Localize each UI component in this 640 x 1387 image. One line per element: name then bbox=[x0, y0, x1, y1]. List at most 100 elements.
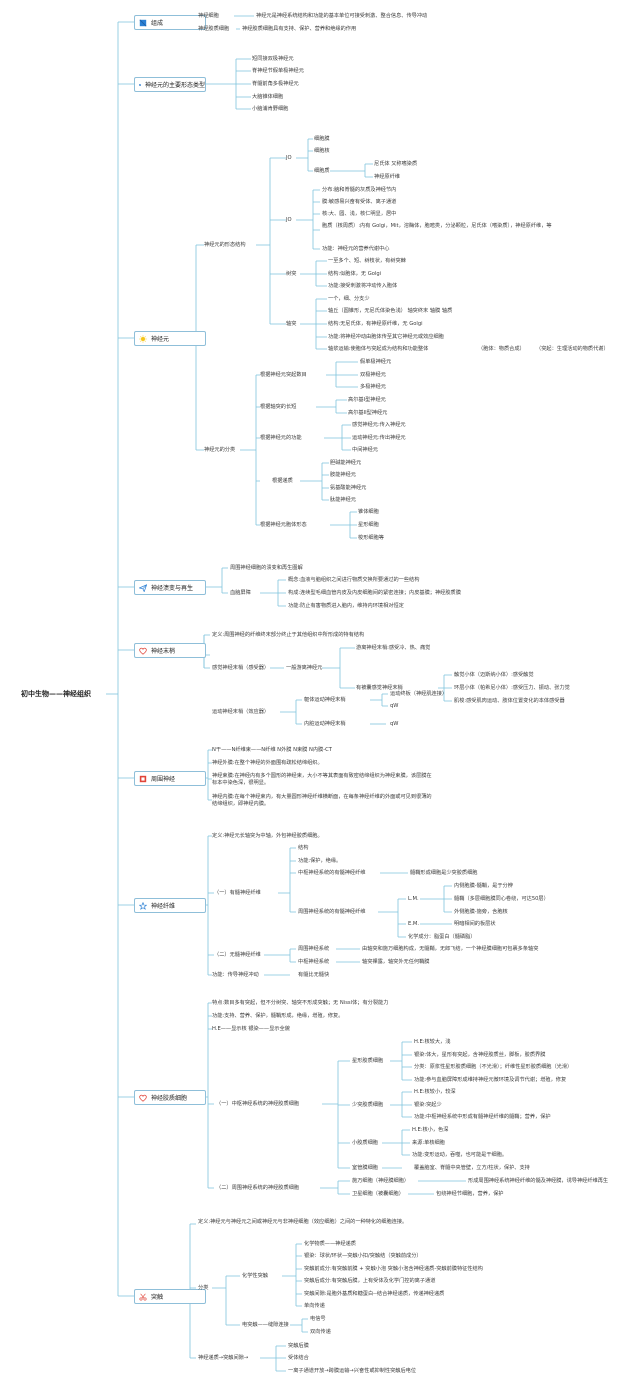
node: 神经递质→突触间隙→ bbox=[198, 1355, 249, 1361]
node: 定义:神经元与神经元之间或神经元与非神经细胞（效应细胞）之间的一种特化的细胞连接… bbox=[198, 1219, 408, 1225]
node: 明暗相间的板层状 bbox=[454, 921, 496, 927]
blue-flag-icon bbox=[139, 83, 141, 86]
branch-composition[interactable]: 组成 bbox=[134, 15, 206, 30]
node: 根据轴突的长短 bbox=[260, 404, 297, 410]
node: H.E:核较小，较深 bbox=[414, 1089, 456, 1095]
node: 神经细胞 bbox=[198, 13, 219, 19]
node: 内侧胞膜-髓鞘，是于分辨 bbox=[454, 883, 513, 889]
node: 一至多个、短、树枝状，有树突棘 bbox=[328, 258, 406, 264]
node: 构成:连续型毛细血管内皮及内皮细胞间的紧密连接；内皮基膜；神经胶质膜 bbox=[288, 590, 461, 596]
node: 肽能神经元 bbox=[330, 497, 356, 503]
node: 脊髓前角多极神经元 bbox=[252, 81, 299, 87]
node: 定义:神经元长轴突为中轴，外包神经胶质细胞。 bbox=[212, 833, 323, 839]
node: 胺能神经元 bbox=[330, 472, 356, 478]
branch-synapse[interactable]: 突触 bbox=[134, 1289, 206, 1304]
node: 中枢神经系统的有髓神经纤维 bbox=[298, 870, 366, 876]
node: （一）中枢神经系统的神经胶质细胞 bbox=[216, 1101, 300, 1107]
node: 躯体运动神经末梢 bbox=[304, 697, 346, 703]
branch-title: 神经纤维 bbox=[151, 903, 176, 910]
node: 外侧胞膜-施旁，含胞核 bbox=[454, 909, 508, 915]
branch-fiber[interactable]: 神经纤维 bbox=[134, 898, 206, 913]
node: 星形细胞 bbox=[358, 522, 379, 528]
node: 功能:支持、营养、保护，髓鞘形成，绝缘，增殖，修复。 bbox=[212, 1013, 344, 1019]
node: 树突 bbox=[286, 271, 297, 277]
branch-neuron[interactable]: 神经元 bbox=[134, 331, 206, 346]
node: 触觉小体（迈斯纳小体）:感受触觉 bbox=[454, 672, 534, 678]
branch-title: 神经末梢 bbox=[151, 648, 176, 655]
star-icon bbox=[139, 901, 147, 910]
node: 来源:单核细胞 bbox=[412, 1140, 445, 1146]
node: 根据递质 bbox=[272, 478, 293, 484]
node: 结构 bbox=[298, 845, 309, 851]
node: 功能：神经元的营养代谢中心 bbox=[322, 246, 390, 252]
paper-plane-icon bbox=[139, 583, 147, 592]
node: 中枢神经系统 bbox=[298, 959, 330, 965]
node: 分布:脑和脊髓的灰质及神经节内 bbox=[322, 187, 397, 193]
node: 周围神经系统的有髓神经纤维 bbox=[298, 909, 366, 915]
node: 少突胶质细胞 bbox=[352, 1102, 384, 1108]
scissors-icon bbox=[139, 1293, 147, 1301]
node: 星形胶质细胞 bbox=[352, 1058, 384, 1064]
node: 功能:接受刺激将冲动传入胞体 bbox=[328, 283, 398, 289]
node: 内脏运动神经末梢 bbox=[304, 721, 346, 727]
node: 小胶质细胞 bbox=[352, 1140, 378, 1146]
node: 多极神经元 bbox=[360, 384, 386, 390]
node: 梭形细胞等 bbox=[358, 535, 384, 541]
node: 神经元是神经系统结构和功能的基本单位可接受刺激、整合信息、传导冲动 bbox=[256, 13, 428, 19]
branch-nerve[interactable]: 周围神经 bbox=[134, 771, 206, 786]
node: 功能:将神经冲动由胞体传至其它神经元或效应细胞 bbox=[328, 334, 444, 340]
node: 膜:敏感易兴奋有受体、离子通道 bbox=[322, 199, 397, 205]
node: 周围神经系统 bbox=[298, 946, 330, 952]
branch-title: 神经胶质细胞 bbox=[151, 1095, 188, 1102]
node: 有被囊感觉神经末梢 bbox=[356, 685, 403, 691]
node: 短同接双极神经元 bbox=[252, 56, 294, 62]
node: （二）周围神经系统的神经胶质细胞 bbox=[216, 1185, 300, 1191]
branch-ending[interactable]: 神经末梢 bbox=[134, 643, 206, 658]
node: 银染:体大，星形有突起，含神经胶质丝，脚板，胶质界膜 bbox=[414, 1052, 546, 1058]
branch-regen[interactable]: 神经溃变与再生 bbox=[134, 580, 206, 595]
node: 分类：原浆性星形胶质细胞（不光滑）；纤维性星形胶质细胞（光滑） bbox=[414, 1064, 573, 1070]
node: 功能：传导神经冲动 bbox=[212, 972, 259, 978]
node: 运动终板（神经肌连接） bbox=[390, 691, 448, 697]
node: 高尔基II型神经元 bbox=[348, 410, 388, 416]
node: 功能:中枢神经系统中形成有髓神经纤维的髓鞘；营养，保护 bbox=[414, 1114, 551, 1120]
node: 游离神经末梢:感受冷、热、痛觉 bbox=[356, 645, 431, 651]
node: 氨基酸能神经元 bbox=[330, 485, 367, 491]
sun-icon bbox=[139, 334, 147, 343]
node: 高尔基I型神经元 bbox=[348, 397, 386, 403]
node: 银染：球状/环状—突触小扣/突触结（突触前成分） bbox=[304, 1253, 422, 1259]
node: 功能:参与血脑屏障形成维持神经元微环境及调节代谢；增殖，修复 bbox=[414, 1077, 567, 1083]
node: 小脑浦肯野细胞 bbox=[252, 106, 289, 112]
branch-title: 神经元 bbox=[151, 336, 170, 343]
node: 根据神经元的功能 bbox=[260, 435, 302, 441]
node: 神经元的分类 bbox=[204, 447, 236, 453]
node: L.M. bbox=[408, 896, 419, 902]
node: （二）无髓神经纤维 bbox=[214, 952, 261, 958]
node: 运动神经末梢（效应器） bbox=[212, 709, 270, 715]
node: 脊神经节假单极神经元 bbox=[252, 68, 304, 74]
node: 形成周围神经系统神经纤维的髓及神经膜，诱导神经纤维再生 bbox=[468, 1178, 609, 1184]
node: 功能:防止有害物质进入脑内，维持内环境相对恒定 bbox=[288, 603, 404, 609]
node: N干——N纤维束——N纤维 N外膜 N束膜 N内膜-CT bbox=[212, 747, 332, 753]
blue-flag-icon bbox=[139, 19, 147, 26]
node: 细胞质 bbox=[314, 168, 330, 174]
node: 根据神经元突起数目 bbox=[260, 372, 307, 378]
node: 银染:突起少 bbox=[414, 1102, 442, 1108]
node: JO bbox=[286, 155, 292, 161]
node: 感觉神经元:传入神经元 bbox=[352, 422, 406, 428]
node: 中间神经元 bbox=[352, 447, 378, 453]
node: 功能:保护，绝缘。 bbox=[298, 858, 342, 864]
node: H.E:核小，色深 bbox=[412, 1127, 449, 1133]
node: 一般游离神经元 bbox=[286, 665, 323, 671]
node: 假单极神经元 bbox=[360, 359, 392, 365]
branch-types[interactable]: 神经元的主要形态类型 bbox=[134, 77, 206, 92]
node: 概念:血液与脑组织之间进行物质交换所要通过的一些结构 bbox=[288, 577, 420, 583]
node: JO bbox=[286, 217, 292, 223]
node: 神经胶质细胞具有支持、保护、营养和绝缘的作用 bbox=[242, 26, 357, 32]
node: 轴浆运输:使胞体与突起成为结构和功能整体 bbox=[328, 346, 429, 352]
node: 化学物质——神经递质 bbox=[304, 1241, 356, 1247]
node: 有髓比无髓快 bbox=[298, 972, 330, 978]
node: 结构:无尼氏体，有神经原纤维，无 Golgi bbox=[328, 321, 423, 327]
branch-glia[interactable]: 神经胶质细胞 bbox=[134, 1090, 206, 1105]
node: 胆碱能神经元 bbox=[330, 460, 362, 466]
